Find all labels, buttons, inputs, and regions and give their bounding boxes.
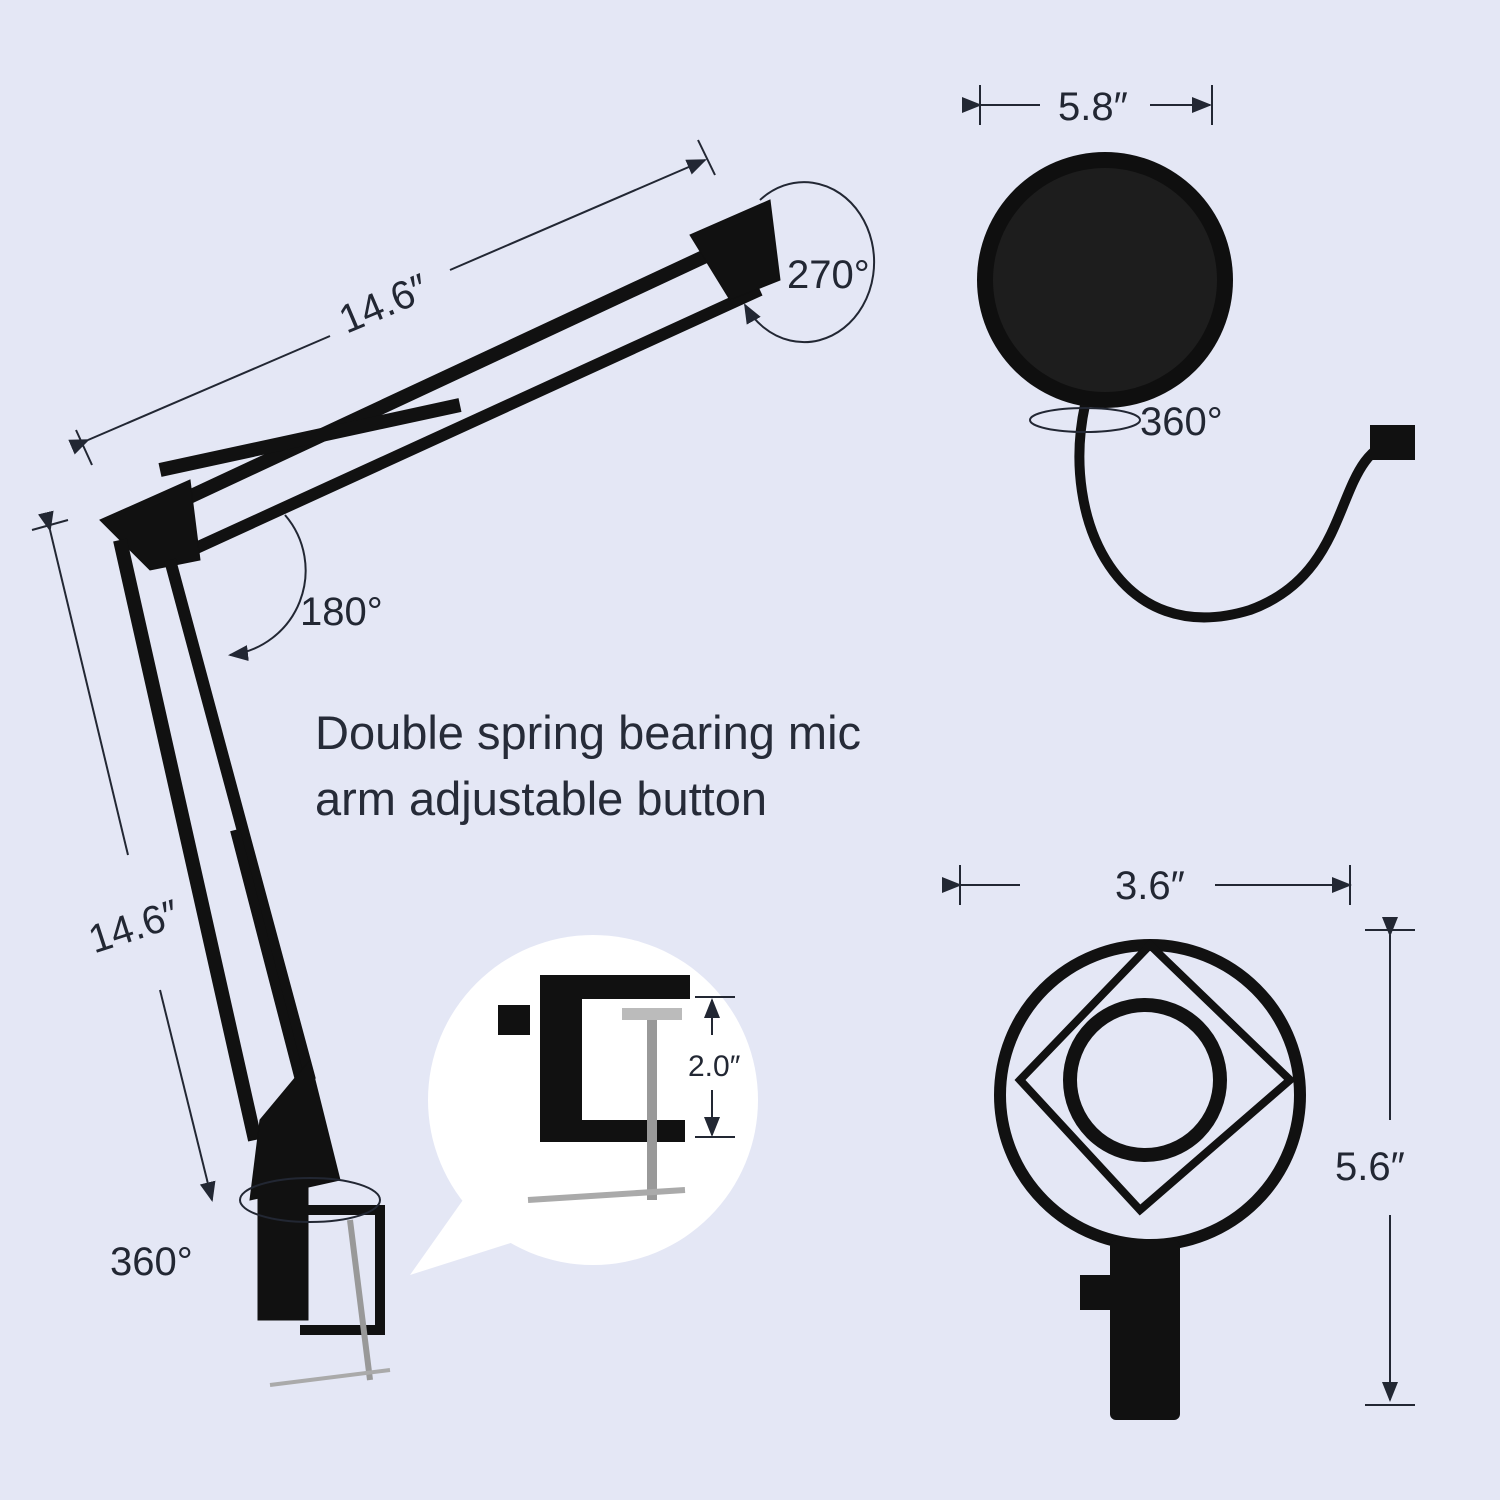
pop-filter-drawing (962, 85, 1415, 623)
pop-filter-diameter-label: 5.8″ (1058, 85, 1128, 129)
shock-mount-drawing (942, 865, 1415, 1420)
head-rotation-arc (744, 181, 876, 344)
elbow-rotation-label: 180° (300, 590, 383, 634)
clamp-opening-label: 2.0″ (688, 1050, 741, 1083)
boom-arm (99, 199, 781, 1387)
caption-line-1: Double spring bearing mic (315, 706, 862, 759)
head-rotation-label: 270° (787, 253, 870, 297)
base-rotation-ellipse (239, 1177, 381, 1223)
feature-caption: Double spring bearing mic arm adjustable… (315, 700, 861, 832)
lower-arm-dimension (31, 510, 216, 1202)
base-rotation-label: 360° (110, 1240, 193, 1284)
shock-mount-height-label: 5.6″ (1335, 1145, 1405, 1189)
caption-line-2: arm adjustable button (315, 772, 768, 825)
elbow-rotation-arc (228, 514, 307, 661)
upper-arm-dimension (68, 139, 716, 466)
shock-mount-width-label: 3.6″ (1115, 864, 1185, 908)
pop-filter-rotation-label: 360° (1140, 400, 1223, 444)
